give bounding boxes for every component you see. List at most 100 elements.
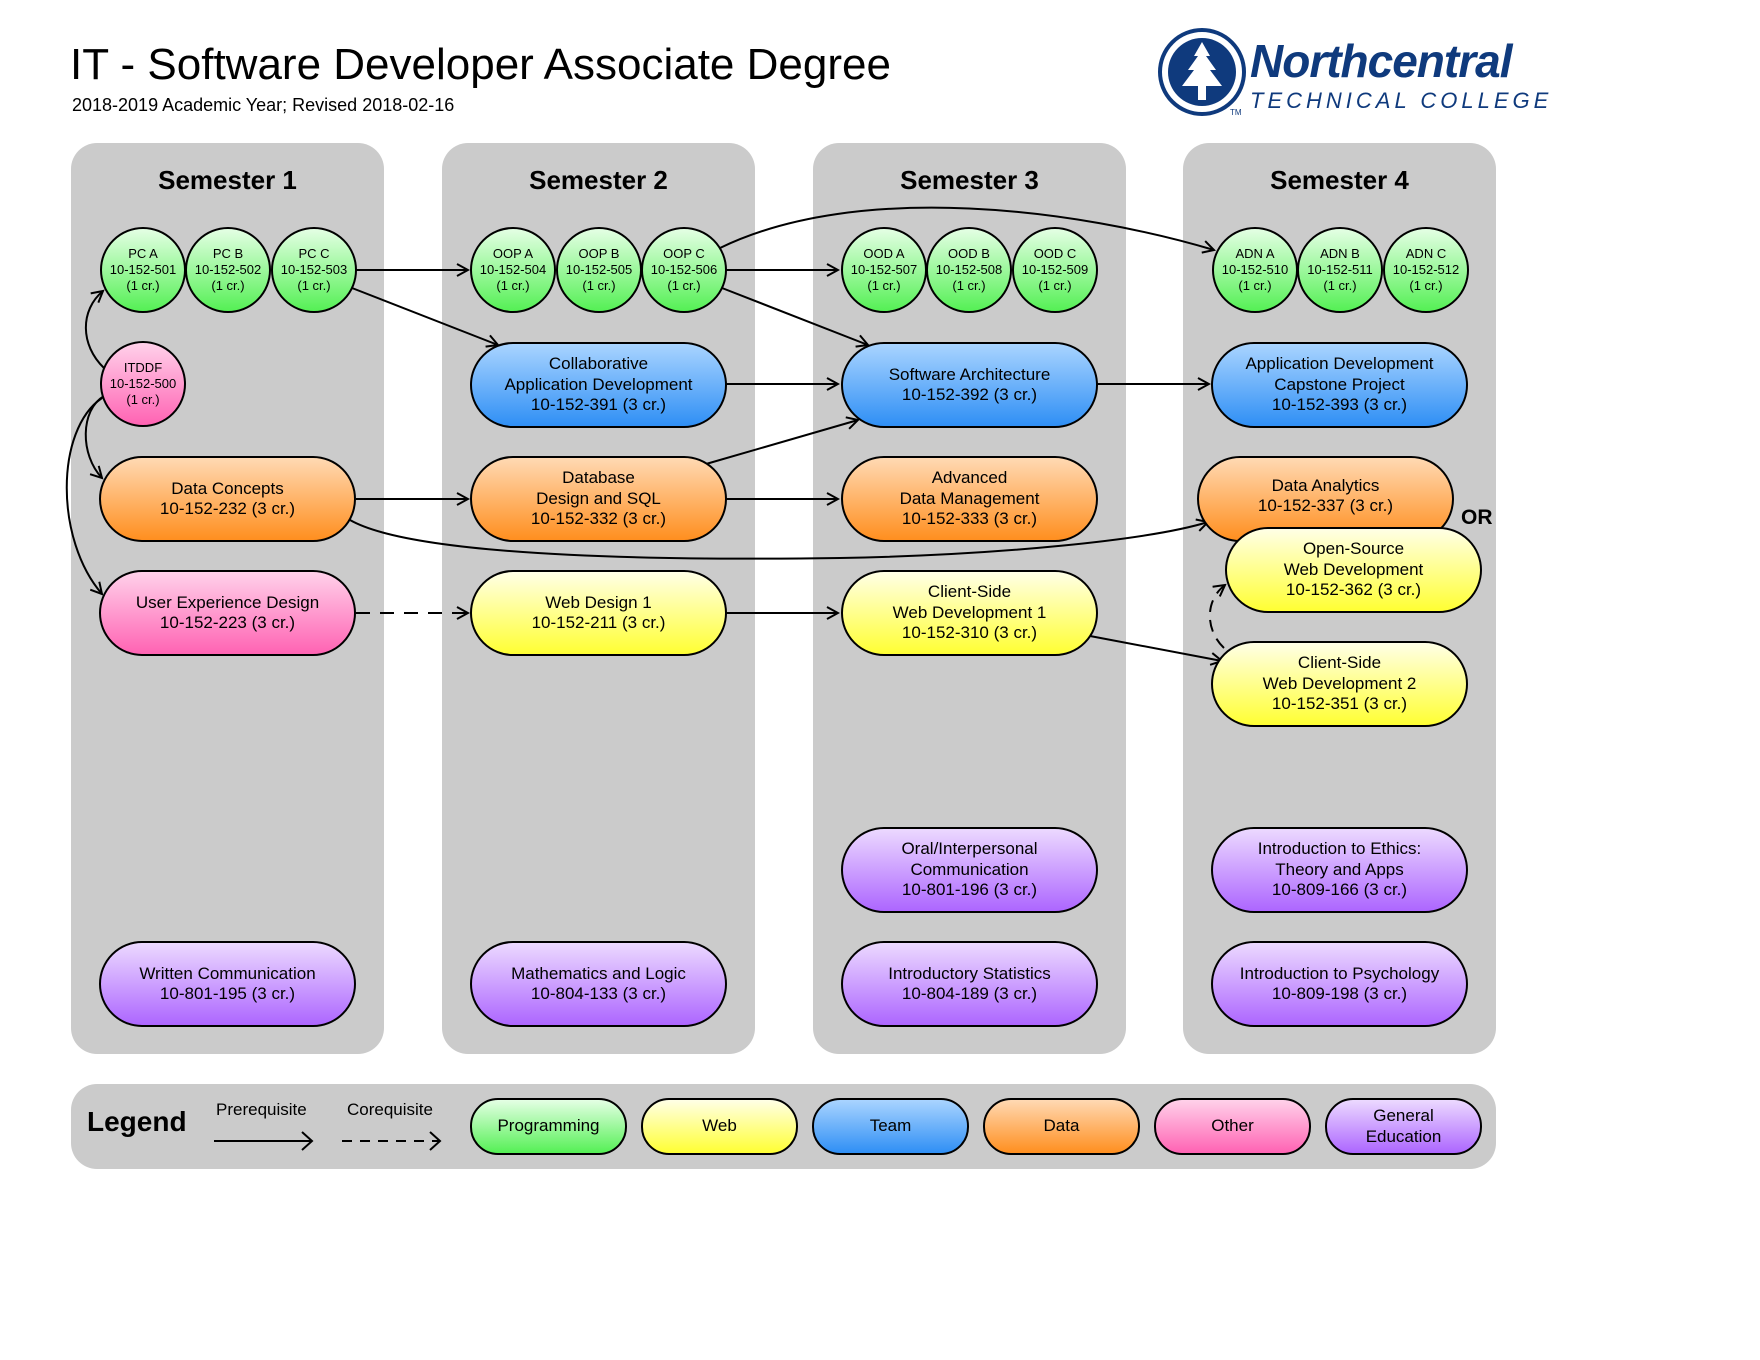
semester-2-heading: Semester 2 (529, 165, 668, 195)
course-name-2: Web Development (1283, 559, 1424, 579)
course-credits: (1 cr.) (496, 278, 530, 294)
course-code: 10-152-501 (109, 261, 177, 277)
course-code: 10-809-166 (3 cr.) (1271, 880, 1408, 900)
course-pc-b[interactable]: PC B 10-152-502 (1 cr.) (185, 227, 271, 313)
course-name: PC B (212, 245, 244, 261)
course-ood-c[interactable]: OOD C 10-152-509 (1 cr.) (1012, 227, 1098, 313)
course-name: OOD B (948, 245, 990, 261)
legend-label-2: Education (1365, 1126, 1442, 1146)
course-credits: (1 cr.) (867, 278, 901, 294)
course-name: Collaborative (548, 354, 649, 374)
course-oop-a[interactable]: OOP A 10-152-504 (1 cr.) (470, 227, 556, 313)
course-code: 10-152-512 (1392, 261, 1460, 277)
course-name: Data Concepts (171, 478, 284, 498)
course-pc-c[interactable]: PC C 10-152-503 (1 cr.) (271, 227, 357, 313)
course-code: 10-152-362 (3 cr.) (1285, 580, 1422, 600)
college-logo: Northcentral TECHNICAL COLLEGE TM (1158, 28, 1548, 120)
course-name-2: Data Management (899, 488, 1040, 508)
course-capstone[interactable]: Application Development Capstone Project… (1211, 342, 1468, 428)
course-code: 10-801-196 (3 cr.) (901, 880, 1038, 900)
course-name: ADN A (1235, 245, 1275, 261)
course-name: Web Design 1 (545, 592, 652, 612)
course-code: 10-809-198 (3 cr.) (1271, 984, 1408, 1003)
course-name-2: Web Development 2 (1262, 673, 1417, 693)
course-pc-a[interactable]: PC A 10-152-501 (1 cr.) (100, 227, 186, 313)
course-data-concepts[interactable]: Data Concepts 10-152-232 (3 cr.) (99, 456, 356, 542)
course-code: 10-152-391 (3 cr.) (530, 395, 667, 415)
course-name-2: Design and SQL (536, 488, 661, 508)
course-code: 10-152-506 (650, 261, 718, 277)
semester-4-heading: Semester 4 (1270, 165, 1409, 195)
course-web-design-1[interactable]: Web Design 1 10-152-211 (3 cr.) (470, 570, 727, 656)
course-credits: (1 cr.) (1409, 278, 1443, 294)
course-adn-b[interactable]: ADN B 10-152-511 (1 cr.) (1297, 227, 1383, 313)
course-client-web-2[interactable]: Client-Side Web Development 2 10-152-351… (1211, 641, 1468, 727)
course-database-sql[interactable]: Database Design and SQL 10-152-332 (3 cr… (470, 456, 727, 542)
course-credits: (1 cr.) (1238, 278, 1272, 294)
course-credits: (1 cr.) (582, 278, 616, 294)
course-name: Mathematics and Logic (511, 963, 686, 983)
course-name: ADN B (1320, 245, 1360, 261)
course-open-source-web[interactable]: Open-Source Web Development 10-152-362 (… (1225, 527, 1482, 613)
course-intro-stats[interactable]: Introductory Statistics 10-804-189 (3 cr… (841, 941, 1098, 1027)
logo-name: Northcentral (1250, 35, 1512, 87)
course-adv-data-mgmt[interactable]: Advanced Data Management 10-152-333 (3 c… (841, 456, 1098, 542)
prerequisite-arrow-icon (214, 1131, 314, 1151)
course-credits: (1 cr.) (1038, 278, 1072, 294)
course-client-web-1[interactable]: Client-Side Web Development 1 10-152-310… (841, 570, 1098, 656)
course-ux-design[interactable]: User Experience Design 10-152-223 (3 cr.… (99, 570, 356, 656)
course-code: 10-152-508 (935, 261, 1003, 277)
course-name: OOD A (863, 245, 905, 261)
legend-label: General (1373, 1106, 1434, 1126)
course-psychology[interactable]: Introduction to Psychology 10-809-198 (3… (1211, 941, 1468, 1027)
course-name-2: Web Development 1 (892, 602, 1047, 622)
course-code: 10-152-333 (3 cr.) (901, 509, 1038, 529)
course-code: 10-152-223 (3 cr.) (159, 613, 296, 632)
course-name: Client-Side (1297, 653, 1382, 673)
course-name-2: Capstone Project (1274, 374, 1405, 394)
course-name: Oral/Interpersonal (901, 839, 1038, 859)
course-name: Database (562, 468, 635, 488)
legend-corequisite-label: Corequisite (347, 1100, 433, 1119)
course-code: 10-152-337 (3 cr.) (1257, 496, 1394, 516)
logo-subname: TECHNICAL COLLEGE (1250, 88, 1553, 113)
course-code: 10-152-211 (3 cr.) (531, 613, 666, 632)
course-oop-b[interactable]: OOP B 10-152-505 (1 cr.) (556, 227, 642, 313)
course-itddf[interactable]: ITDDF 10-152-500 (1 cr.) (100, 341, 186, 427)
legend-other: Other (1154, 1098, 1311, 1155)
course-name: Advanced (931, 468, 1008, 488)
page-title: IT - Software Developer Associate Degree (70, 40, 891, 89)
course-name: Introduction to Ethics: (1257, 839, 1422, 859)
course-credits: (1 cr.) (952, 278, 986, 294)
legend-label: Data (1043, 1116, 1080, 1136)
course-code: 10-152-505 (565, 261, 633, 277)
course-code: 10-152-502 (194, 261, 262, 277)
course-oop-c[interactable]: OOP C 10-152-506 (1 cr.) (641, 227, 727, 313)
course-code: 10-152-332 (3 cr.) (530, 509, 667, 529)
course-ood-a[interactable]: OOD A 10-152-507 (1 cr.) (841, 227, 927, 313)
course-credits: (1 cr.) (297, 278, 331, 294)
course-name: Data Analytics (1271, 476, 1380, 495)
course-ethics[interactable]: Introduction to Ethics: Theory and Apps … (1211, 827, 1468, 913)
course-credits: (1 cr.) (126, 392, 160, 408)
course-name: OOP B (578, 245, 620, 261)
course-written-comm[interactable]: Written Communication 10-801-195 (3 cr.) (99, 941, 356, 1027)
legend-prerequisite-label: Prerequisite (216, 1100, 307, 1119)
course-adn-a[interactable]: ADN A 10-152-510 (1 cr.) (1212, 227, 1298, 313)
course-name: Software Architecture (888, 364, 1051, 384)
course-name-2: Application Development (504, 374, 693, 394)
course-name: ADN C (1405, 245, 1447, 261)
course-adn-c[interactable]: ADN C 10-152-512 (1 cr.) (1383, 227, 1469, 313)
course-name: OOD C (1033, 245, 1077, 261)
course-math-logic[interactable]: Mathematics and Logic 10-804-133 (3 cr.) (470, 941, 727, 1027)
course-name: Client-Side (927, 582, 1012, 602)
course-oral-comm[interactable]: Oral/Interpersonal Communication 10-801-… (841, 827, 1098, 913)
course-name: ITDDF (123, 359, 163, 375)
legend-title: Legend (87, 1106, 187, 1137)
legend-arrow-samples (214, 1131, 442, 1151)
course-ood-b[interactable]: OOD B 10-152-508 (1 cr.) (926, 227, 1012, 313)
course-collab-app-dev[interactable]: Collaborative Application Development 10… (470, 342, 727, 428)
course-software-arch[interactable]: Software Architecture 10-152-392 (3 cr.) (841, 342, 1098, 428)
or-label: OR (1461, 506, 1493, 529)
course-name: Introduction to Psychology (1239, 963, 1440, 983)
